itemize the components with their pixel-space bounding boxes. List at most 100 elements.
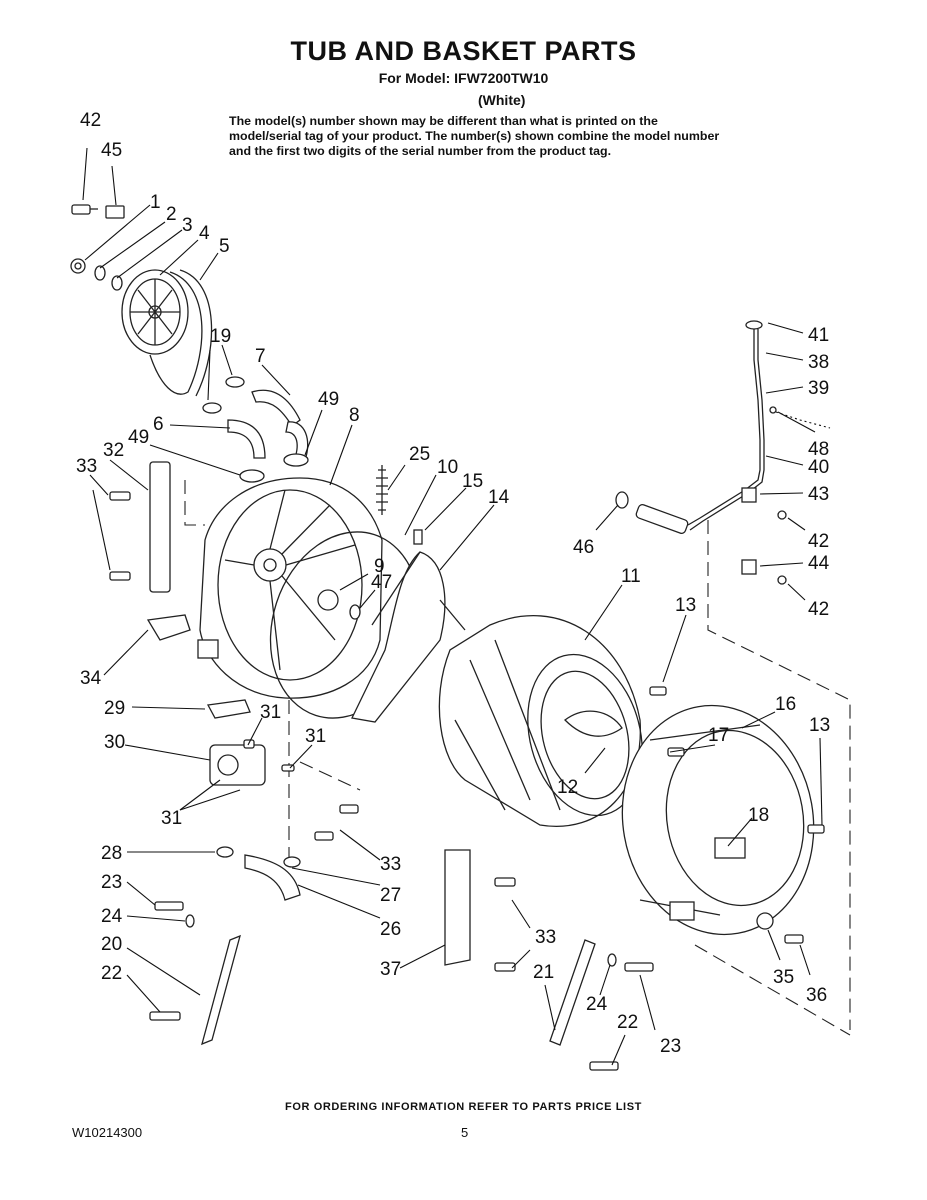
hose-group: [202, 376, 309, 483]
callout-label: 27: [380, 885, 401, 906]
callout-label: 1: [150, 192, 161, 213]
bracket-45: [105, 205, 125, 219]
baffle-12: [564, 710, 623, 737]
callout-label: 49: [318, 389, 339, 410]
basket-11: [438, 615, 667, 827]
callout-label: 18: [748, 805, 769, 826]
screw-13b: [807, 824, 825, 834]
callout-label: 23: [660, 1036, 681, 1057]
callout-label: 9: [374, 556, 385, 577]
callout-label: 15: [462, 471, 483, 492]
bracket-43: [741, 487, 757, 503]
callout-label: 5: [219, 236, 230, 257]
front-tub: [621, 704, 825, 944]
drive-parts: [269, 465, 466, 723]
callout-label: 8: [349, 405, 360, 426]
callout-label: 31: [260, 702, 281, 723]
callout-label: 2: [166, 204, 177, 225]
damper-21: [549, 939, 596, 1046]
assembly-guides: [184, 480, 851, 1036]
callout-label: 42: [80, 110, 101, 131]
color-label: (White): [478, 92, 526, 108]
callout-label: 26: [380, 919, 401, 940]
model-line: For Model: IFW7200TW10: [378, 70, 549, 86]
callout-label: 17: [708, 725, 729, 746]
nut-1: [70, 258, 86, 274]
screw-36: [784, 934, 804, 944]
washer-24a: [185, 914, 195, 928]
cover-29: [206, 699, 251, 719]
callout-label: 25: [409, 444, 430, 465]
clamp-49a: [239, 469, 265, 483]
callout-label: 43: [808, 484, 829, 505]
bolt-22a: [149, 1011, 181, 1021]
callout-label: 35: [773, 967, 794, 988]
callout-label: 42: [808, 599, 829, 620]
bolt-23a: [154, 901, 184, 911]
callout-label: 6: [153, 414, 164, 435]
callout-label: 24: [586, 994, 608, 1015]
callout-label: 38: [808, 352, 829, 373]
callout-label: 36: [806, 985, 827, 1006]
screw-42: [71, 204, 91, 215]
callout-label: 32: [103, 440, 124, 461]
bolt-23b: [624, 962, 654, 972]
screw-33b: [109, 571, 131, 581]
washer-2: [94, 265, 106, 281]
grommet-35: [756, 912, 774, 930]
page-title: TUB AND BASKET PARTS: [290, 36, 637, 66]
callout-label: 45: [101, 140, 122, 161]
callout-label: 21: [533, 962, 554, 983]
screw-33a: [109, 491, 131, 501]
bolt-22b: [589, 1061, 619, 1071]
hose-26: [244, 854, 301, 901]
clamp-49b: [283, 453, 309, 467]
hose-46: [635, 504, 689, 534]
callout-label: 33: [535, 927, 556, 948]
washer-47: [349, 604, 361, 620]
callout-label: 10: [437, 457, 458, 478]
lower-right-group: [444, 849, 654, 1071]
callout-label: 40: [808, 457, 829, 478]
callout-label: 23: [101, 872, 122, 893]
callout-label: 24: [101, 906, 123, 927]
callout-label: 33: [76, 456, 97, 477]
leader-lines: [82, 147, 823, 1066]
bearing-9: [317, 589, 339, 611]
spider-14: [351, 551, 446, 723]
bracket-32: [149, 461, 171, 593]
callout-label: 11: [621, 566, 641, 587]
pulley-assembly: [70, 204, 213, 397]
callout-label: 31: [305, 726, 326, 747]
washer-24b: [607, 953, 617, 967]
callout-label: 41: [808, 325, 829, 346]
tub-seal-34: [146, 614, 191, 641]
page-number: 5: [461, 1125, 469, 1140]
callout-label: 20: [101, 934, 122, 955]
callout-label: 14: [488, 487, 510, 508]
clamp-19a: [225, 376, 245, 388]
callout-label: 28: [101, 843, 122, 864]
pressure-hose-group: [615, 320, 831, 585]
callout-label: 22: [617, 1012, 638, 1033]
cap-41: [745, 320, 763, 330]
callout-label: 47: [371, 572, 392, 593]
callout-label: 46: [573, 537, 594, 558]
bracket-44: [741, 559, 757, 575]
pump-group: [149, 699, 359, 1046]
callout-label: 7: [255, 346, 266, 367]
callout-label: 33: [380, 854, 401, 875]
callout-label: 16: [775, 694, 796, 715]
callout-label: 4: [199, 223, 210, 244]
callout-label: 22: [101, 963, 122, 984]
clamp-19b: [202, 402, 222, 414]
callout-label: 37: [380, 959, 401, 980]
callout-label: 13: [675, 595, 696, 616]
callout-label: 13: [809, 715, 830, 736]
damper-20: [201, 934, 241, 1046]
ordering-note: FOR ORDERING INFORMATION REFER TO PARTS …: [285, 1101, 642, 1113]
seal-27: [283, 856, 301, 868]
counterweight-18: [714, 837, 746, 859]
document-number: W10214300: [72, 1125, 143, 1140]
